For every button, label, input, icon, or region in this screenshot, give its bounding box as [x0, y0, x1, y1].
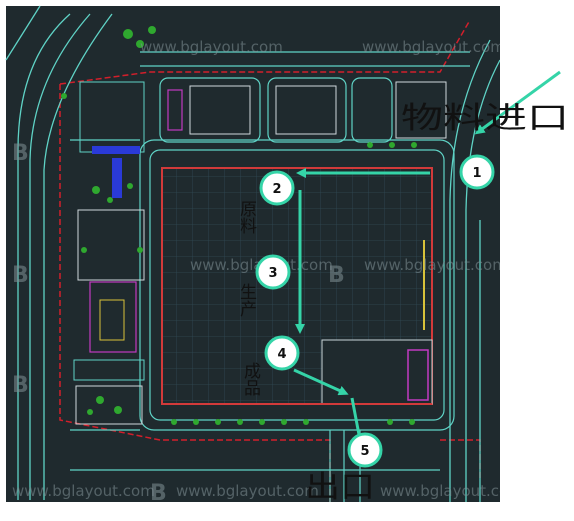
internal-roads — [70, 139, 455, 505]
left-roads — [5, 5, 113, 500]
watermark-text: www.bglayout.com — [380, 482, 523, 500]
step-number: 5 — [360, 444, 369, 459]
step-number: 2 — [272, 182, 281, 197]
right-road — [449, 39, 501, 505]
left-zone — [73, 81, 145, 425]
watermark-text: www.bglayout.com — [12, 482, 155, 500]
label-production: 生产 — [236, 283, 257, 317]
label-raw-material: 原料 — [236, 200, 257, 234]
watermark-text: www.bglayout.com — [362, 38, 505, 56]
step-marker: 2 — [259, 170, 295, 206]
main-building — [161, 167, 433, 405]
watermarks: www.bglayout.com www.bglayout.com www.bg… — [12, 38, 523, 506]
step-number: 1 — [472, 166, 481, 181]
top-parking-blocks — [159, 77, 447, 143]
right-margin — [500, 0, 574, 521]
step-marker: 4 — [264, 335, 300, 371]
bottom-margin — [0, 502, 574, 521]
watermark-logo: B — [12, 141, 29, 166]
label-finished-product: 成品 — [240, 362, 261, 396]
watermark-logo: B — [150, 481, 167, 506]
watermark-text: www.bglayout.com — [364, 256, 507, 274]
watermark-text: www.bglayout.com — [176, 482, 319, 500]
watermark-logo: B — [328, 263, 345, 288]
step-marker: 3 — [255, 254, 291, 290]
top-road — [140, 51, 470, 67]
material-flow — [293, 70, 561, 441]
greenery — [61, 26, 417, 425]
watermark-logo: B — [12, 263, 29, 288]
flow-steps: 1 2 3 4 5 — [255, 154, 495, 468]
flow-arrow-4-to-exit — [293, 368, 349, 396]
label-exit: 出口 — [305, 470, 375, 505]
flow-arrow-entrance — [474, 70, 561, 135]
step-marker: 1 — [459, 154, 495, 190]
flow-line-to-5 — [350, 397, 362, 441]
label-entrance: 物料进口 — [401, 101, 569, 136]
step-marker: 5 — [347, 432, 383, 468]
step-number: 4 — [277, 347, 286, 362]
watermark-logo: B — [12, 373, 29, 398]
step-number: 3 — [268, 266, 277, 281]
watermark-text: www.bglayout.com — [140, 38, 283, 56]
